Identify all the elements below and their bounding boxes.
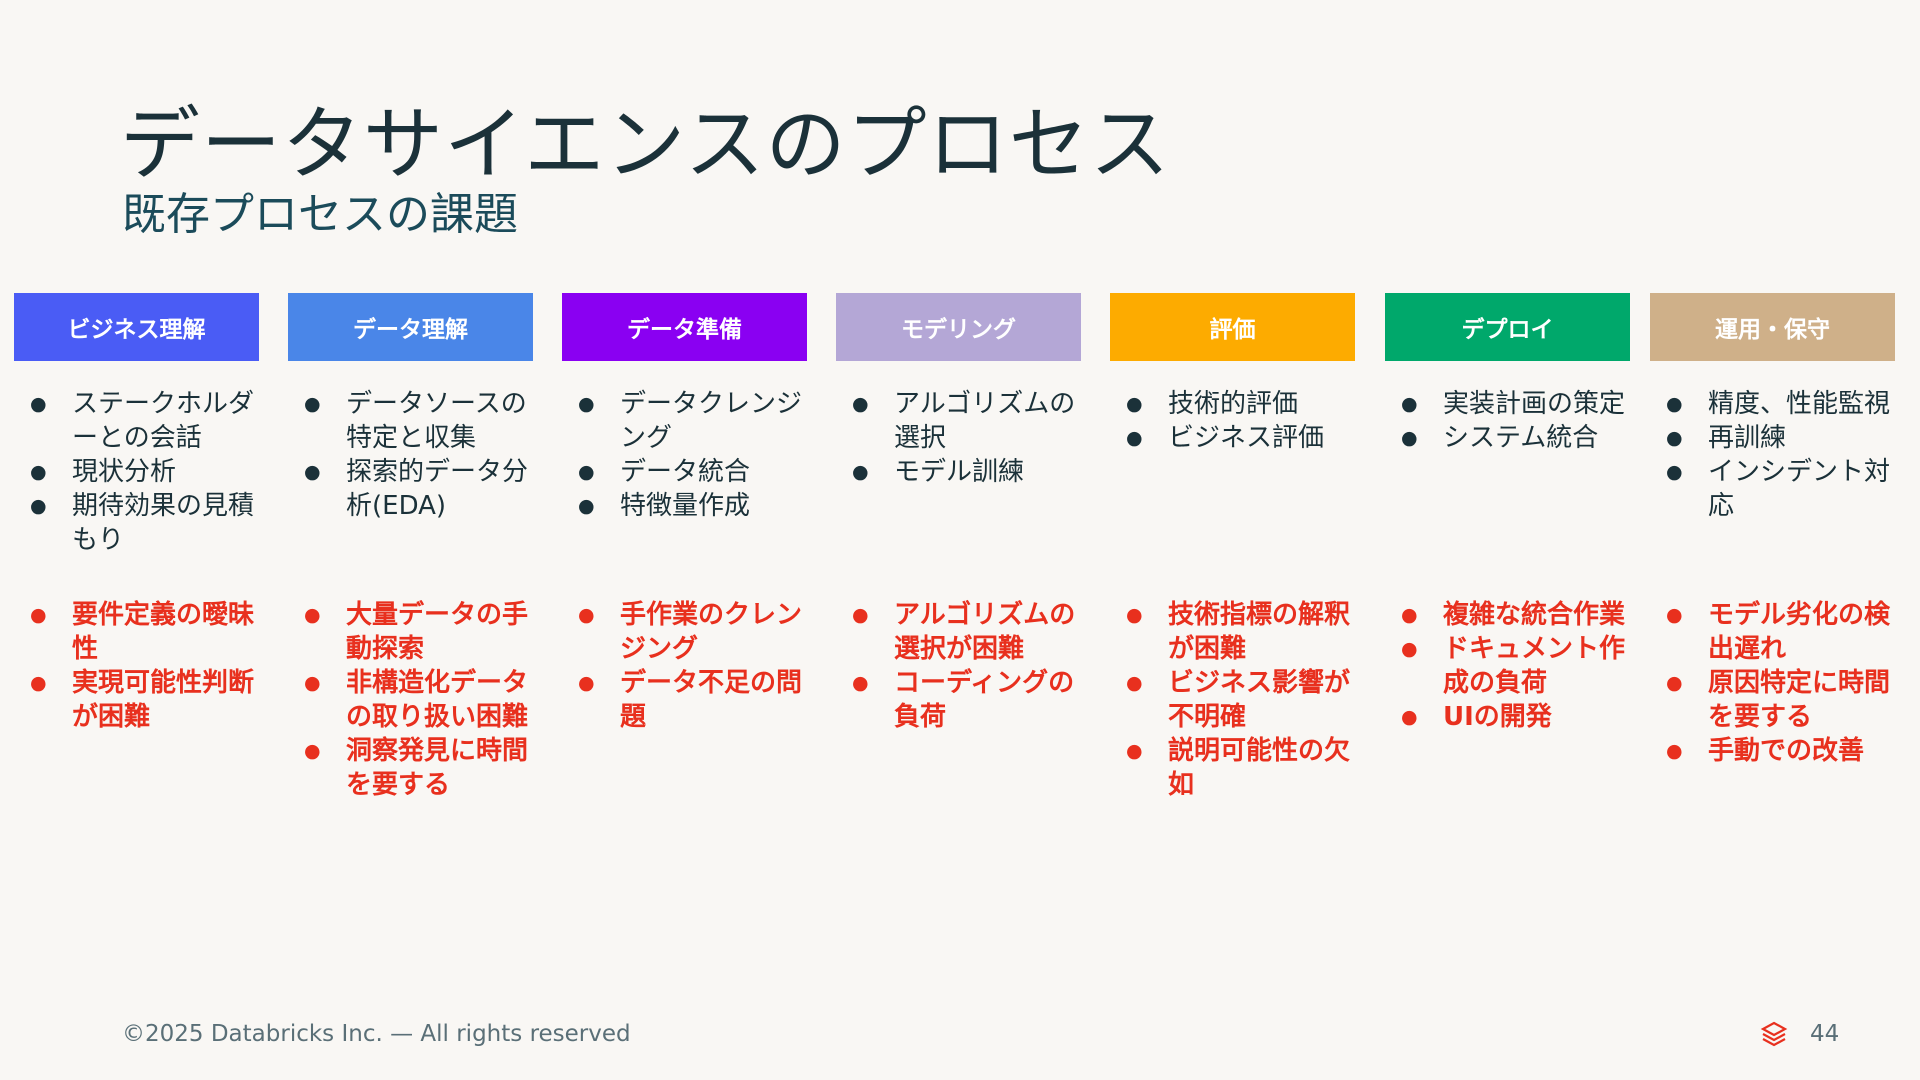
task-list: ステークホルダーとの会話現状分析期待効果の見積もり [14,387,259,557]
task-item: モデル訓練 [836,455,1081,489]
task-item: ステークホルダーとの会話 [14,387,259,455]
column-data-preparation: データ準備 データクレンジングデータ統合特徴量作成 手作業のクレンジングデータ不… [562,293,807,732]
task-item: データ統合 [562,455,807,489]
issue-item: モデル劣化の検出遅れ [1650,598,1895,666]
issue-list: モデル劣化の検出遅れ原因特定に時間を要する手動での改善 [1650,598,1895,768]
column-header: 評価 [1110,293,1355,361]
process-columns: ビジネス理解 ステークホルダーとの会話現状分析期待効果の見積もり 要件定義の曖昧… [14,293,1906,853]
issue-list: アルゴリズムの選択が困難コーディングの負荷 [836,598,1081,734]
issue-item: 複雑な統合作業 [1385,598,1630,632]
column-header: デプロイ [1385,293,1630,361]
task-list: 技術的評価ビジネス評価 [1110,387,1355,455]
page-number: 44 [1810,1021,1840,1047]
column-header: 運用・保守 [1650,293,1895,361]
task-item: 再訓練 [1650,421,1895,455]
column-modeling: モデリング アルゴリズムの選択モデル訓練 アルゴリズムの選択が困難コーディングの… [836,293,1081,732]
task-item: 精度、性能監視 [1650,387,1895,421]
issue-item: 要件定義の曖昧性 [14,598,259,666]
column-header: モデリング [836,293,1081,361]
task-item: データクレンジング [562,387,807,455]
issue-item: データ不足の問題 [562,666,807,734]
issue-item: 手作業のクレンジング [562,598,807,666]
task-list: データクレンジングデータ統合特徴量作成 [562,387,807,523]
issue-list: 要件定義の曖昧性実現可能性判断が困難 [14,598,259,734]
issue-item: 説明可能性の欠如 [1110,734,1355,802]
issue-item: 大量データの手動探索 [288,598,533,666]
issue-list: 技術指標の解釈が困難ビジネス影響が不明確説明可能性の欠如 [1110,598,1355,802]
column-header: ビジネス理解 [14,293,259,361]
task-item: データソースの特定と収集 [288,387,533,455]
slide-subtitle: 既存プロセスの課題 [122,189,518,240]
task-item: 技術的評価 [1110,387,1355,421]
task-item: アルゴリズムの選択 [836,387,1081,455]
task-item: 期待効果の見積もり [14,489,259,557]
slide-title: データサイエンスのプロセス [120,98,1171,191]
task-item: 現状分析 [14,455,259,489]
task-item: 特徴量作成 [562,489,807,523]
footer-copyright: ©2025 Databricks Inc. — All rights reser… [122,1021,631,1047]
issue-item: コーディングの負荷 [836,666,1081,734]
column-deployment: デプロイ 実装計画の策定システム統合 複雑な統合作業ドキュメント作成の負荷UIの… [1385,293,1630,734]
issue-item: 非構造化データの取り扱い困難 [288,666,533,734]
column-header: データ準備 [562,293,807,361]
column-data-understanding: データ理解 データソースの特定と収集探索的データ分析(EDA) 大量データの手動… [288,293,533,800]
issue-list: 手作業のクレンジングデータ不足の問題 [562,598,807,734]
issue-list: 複雑な統合作業ドキュメント作成の負荷UIの開発 [1385,598,1630,734]
issue-list: 大量データの手動探索非構造化データの取り扱い困難洞察発見に時間を要する [288,598,533,802]
issue-item: 原因特定に時間を要する [1650,666,1895,734]
task-list: 実装計画の策定システム統合 [1385,387,1630,455]
column-operations-maintenance: 運用・保守 精度、性能監視再訓練インシデント対応 モデル劣化の検出遅れ原因特定に… [1650,293,1895,768]
issue-item: 技術指標の解釈が困難 [1110,598,1355,666]
databricks-logo-icon [1760,1021,1788,1047]
issue-item: アルゴリズムの選択が困難 [836,598,1081,666]
task-item: 探索的データ分析(EDA) [288,455,533,523]
task-item: システム統合 [1385,421,1630,455]
issue-item: 手動での改善 [1650,734,1895,768]
issue-item: 洞察発見に時間を要する [288,734,533,802]
column-header: データ理解 [288,293,533,361]
task-item: インシデント対応 [1650,455,1895,523]
column-business-understanding: ビジネス理解 ステークホルダーとの会話現状分析期待効果の見積もり 要件定義の曖昧… [14,293,259,732]
task-list: アルゴリズムの選択モデル訓練 [836,387,1081,489]
task-item: ビジネス評価 [1110,421,1355,455]
task-list: データソースの特定と収集探索的データ分析(EDA) [288,387,533,523]
issue-item: ビジネス影響が不明確 [1110,666,1355,734]
issue-item: ドキュメント作成の負荷 [1385,632,1630,700]
task-list: 精度、性能監視再訓練インシデント対応 [1650,387,1895,523]
task-item: 実装計画の策定 [1385,387,1630,421]
column-evaluation: 評価 技術的評価ビジネス評価 技術指標の解釈が困難ビジネス影響が不明確説明可能性… [1110,293,1355,800]
issue-item: UIの開発 [1385,700,1630,734]
issue-item: 実現可能性判断が困難 [14,666,259,734]
